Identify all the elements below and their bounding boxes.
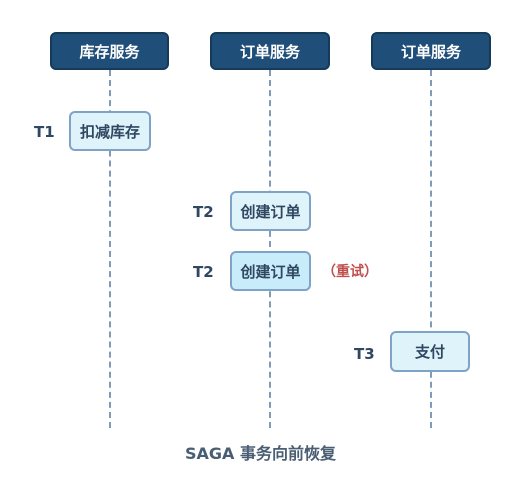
- transaction-label-t2-retry: T2: [193, 263, 214, 281]
- retry-note: （重试）: [322, 264, 378, 280]
- transaction-label-t2: T2: [193, 203, 214, 221]
- transaction-label-t1: T1: [34, 123, 55, 141]
- lifeline-order-1: [269, 70, 271, 428]
- service-header-order-2: 订单服务: [371, 32, 491, 70]
- step-create-order-retry: 创建订单: [230, 251, 311, 291]
- lifeline-inventory: [109, 70, 111, 428]
- lifeline-order-2: [430, 70, 432, 428]
- step-payment: 支付: [390, 331, 470, 372]
- step-deduct-inventory: 扣减库存: [69, 111, 151, 151]
- service-header-inventory: 库存服务: [50, 32, 169, 70]
- step-create-order: 创建订单: [230, 191, 311, 231]
- transaction-label-t3: T3: [354, 345, 375, 363]
- service-header-order-1: 订单服务: [210, 32, 330, 70]
- diagram-caption: SAGA 事务向前恢复: [185, 444, 336, 463]
